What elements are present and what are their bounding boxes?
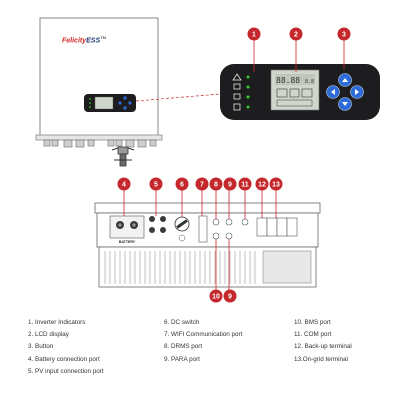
legend-item: 4. Battery connection port [28, 355, 100, 363]
inverter-front [35, 17, 221, 167]
legend-item: 9. PARA port [164, 355, 200, 363]
legend-column-2: 6. DC switch 7. WIFI Communication port … [164, 317, 242, 366]
wifi-port [198, 215, 208, 243]
callout-text-2: 2 [294, 32, 298, 39]
callout-text-6: 6 [180, 182, 184, 189]
heat-sink-fins [104, 251, 256, 284]
legend-item: 1. Inverter Indicators [28, 319, 86, 326]
brand-logo: FelicityESSTM [62, 35, 106, 45]
callout-7 [195, 177, 209, 191]
callout-5 [149, 177, 163, 191]
legend-item: 7. WIFI Communication port [164, 331, 243, 339]
callout-text-3: 3 [342, 32, 346, 39]
zoom-leader-line [135, 93, 221, 102]
dc-switch-icon [174, 216, 190, 242]
lcd-display [270, 69, 320, 111]
battery-port [109, 215, 145, 239]
zoom-control-panel [220, 40, 380, 120]
bottom-connectors [43, 139, 157, 148]
callout-13 [269, 177, 283, 191]
legend-item: 12. Back-up terminal [294, 343, 352, 351]
callout-6 [175, 177, 189, 191]
callout-9 [223, 177, 237, 191]
callout-text-1: 1 [252, 32, 256, 39]
callout-text-13: 13 [272, 182, 280, 189]
legend-column-3: 10. BMS port 11. COM port 12. Back-up te… [294, 317, 352, 366]
rear-cover-plate [262, 250, 312, 284]
legend-item: 11. COM port [294, 331, 332, 339]
callout-1 [247, 27, 261, 41]
inverter-bottom-view [94, 190, 321, 290]
terminal-blocks [256, 217, 298, 237]
callout-text-12: 12 [258, 182, 266, 189]
legend-item: 3. Button [28, 343, 54, 351]
callout-text-10: 10 [212, 294, 220, 301]
battery-label: BATTERY [119, 240, 136, 244]
pv-ports [149, 216, 166, 233]
indicator-leds [246, 75, 250, 109]
callout-12 [255, 177, 269, 191]
callout-text-11: 11 [241, 182, 249, 189]
cable-gland-icon [111, 146, 135, 167]
indicator-icons [232, 73, 242, 111]
callout-10 [209, 289, 223, 303]
callout-3 [337, 27, 351, 41]
callout-text-7: 7 [200, 182, 204, 189]
callout-text-9b: 9 [228, 294, 232, 301]
callout-text-4: 4 [122, 182, 126, 189]
callout-markers [117, 27, 351, 303]
legend-item: 2. LCD display [28, 331, 69, 339]
callout-11 [238, 177, 252, 191]
legend-item: 13.On-grid terminal [294, 355, 348, 363]
callout-text-5: 5 [154, 182, 158, 189]
callout-8 [209, 177, 223, 191]
legend-column-1: 1. Inverter Indicators 2. LCD display 3.… [28, 317, 104, 378]
lcd-digits: 88.88 [276, 76, 300, 85]
front-control-panel [84, 94, 136, 112]
callout-2 [289, 27, 303, 41]
callout-labels: 1 2 3 4 5 6 7 8 9 11 12 13 10 9 [122, 32, 346, 301]
legend-item: 6. DC switch [164, 319, 200, 326]
callout-9b [223, 289, 237, 303]
legend-item: 5. PV input connection port [28, 367, 104, 375]
callout-text-8: 8 [214, 182, 218, 189]
button-pad [326, 73, 364, 111]
callout-4 [117, 177, 131, 191]
callout-text-9: 9 [228, 182, 232, 189]
legend: 1. Inverter Indicators 2. LCD display 3.… [0, 317, 400, 397]
legend-item: 8. DRMS port [164, 343, 203, 351]
legend-item: 10. BMS port [294, 319, 331, 326]
lcd-unit: 8.8 [305, 79, 314, 85]
